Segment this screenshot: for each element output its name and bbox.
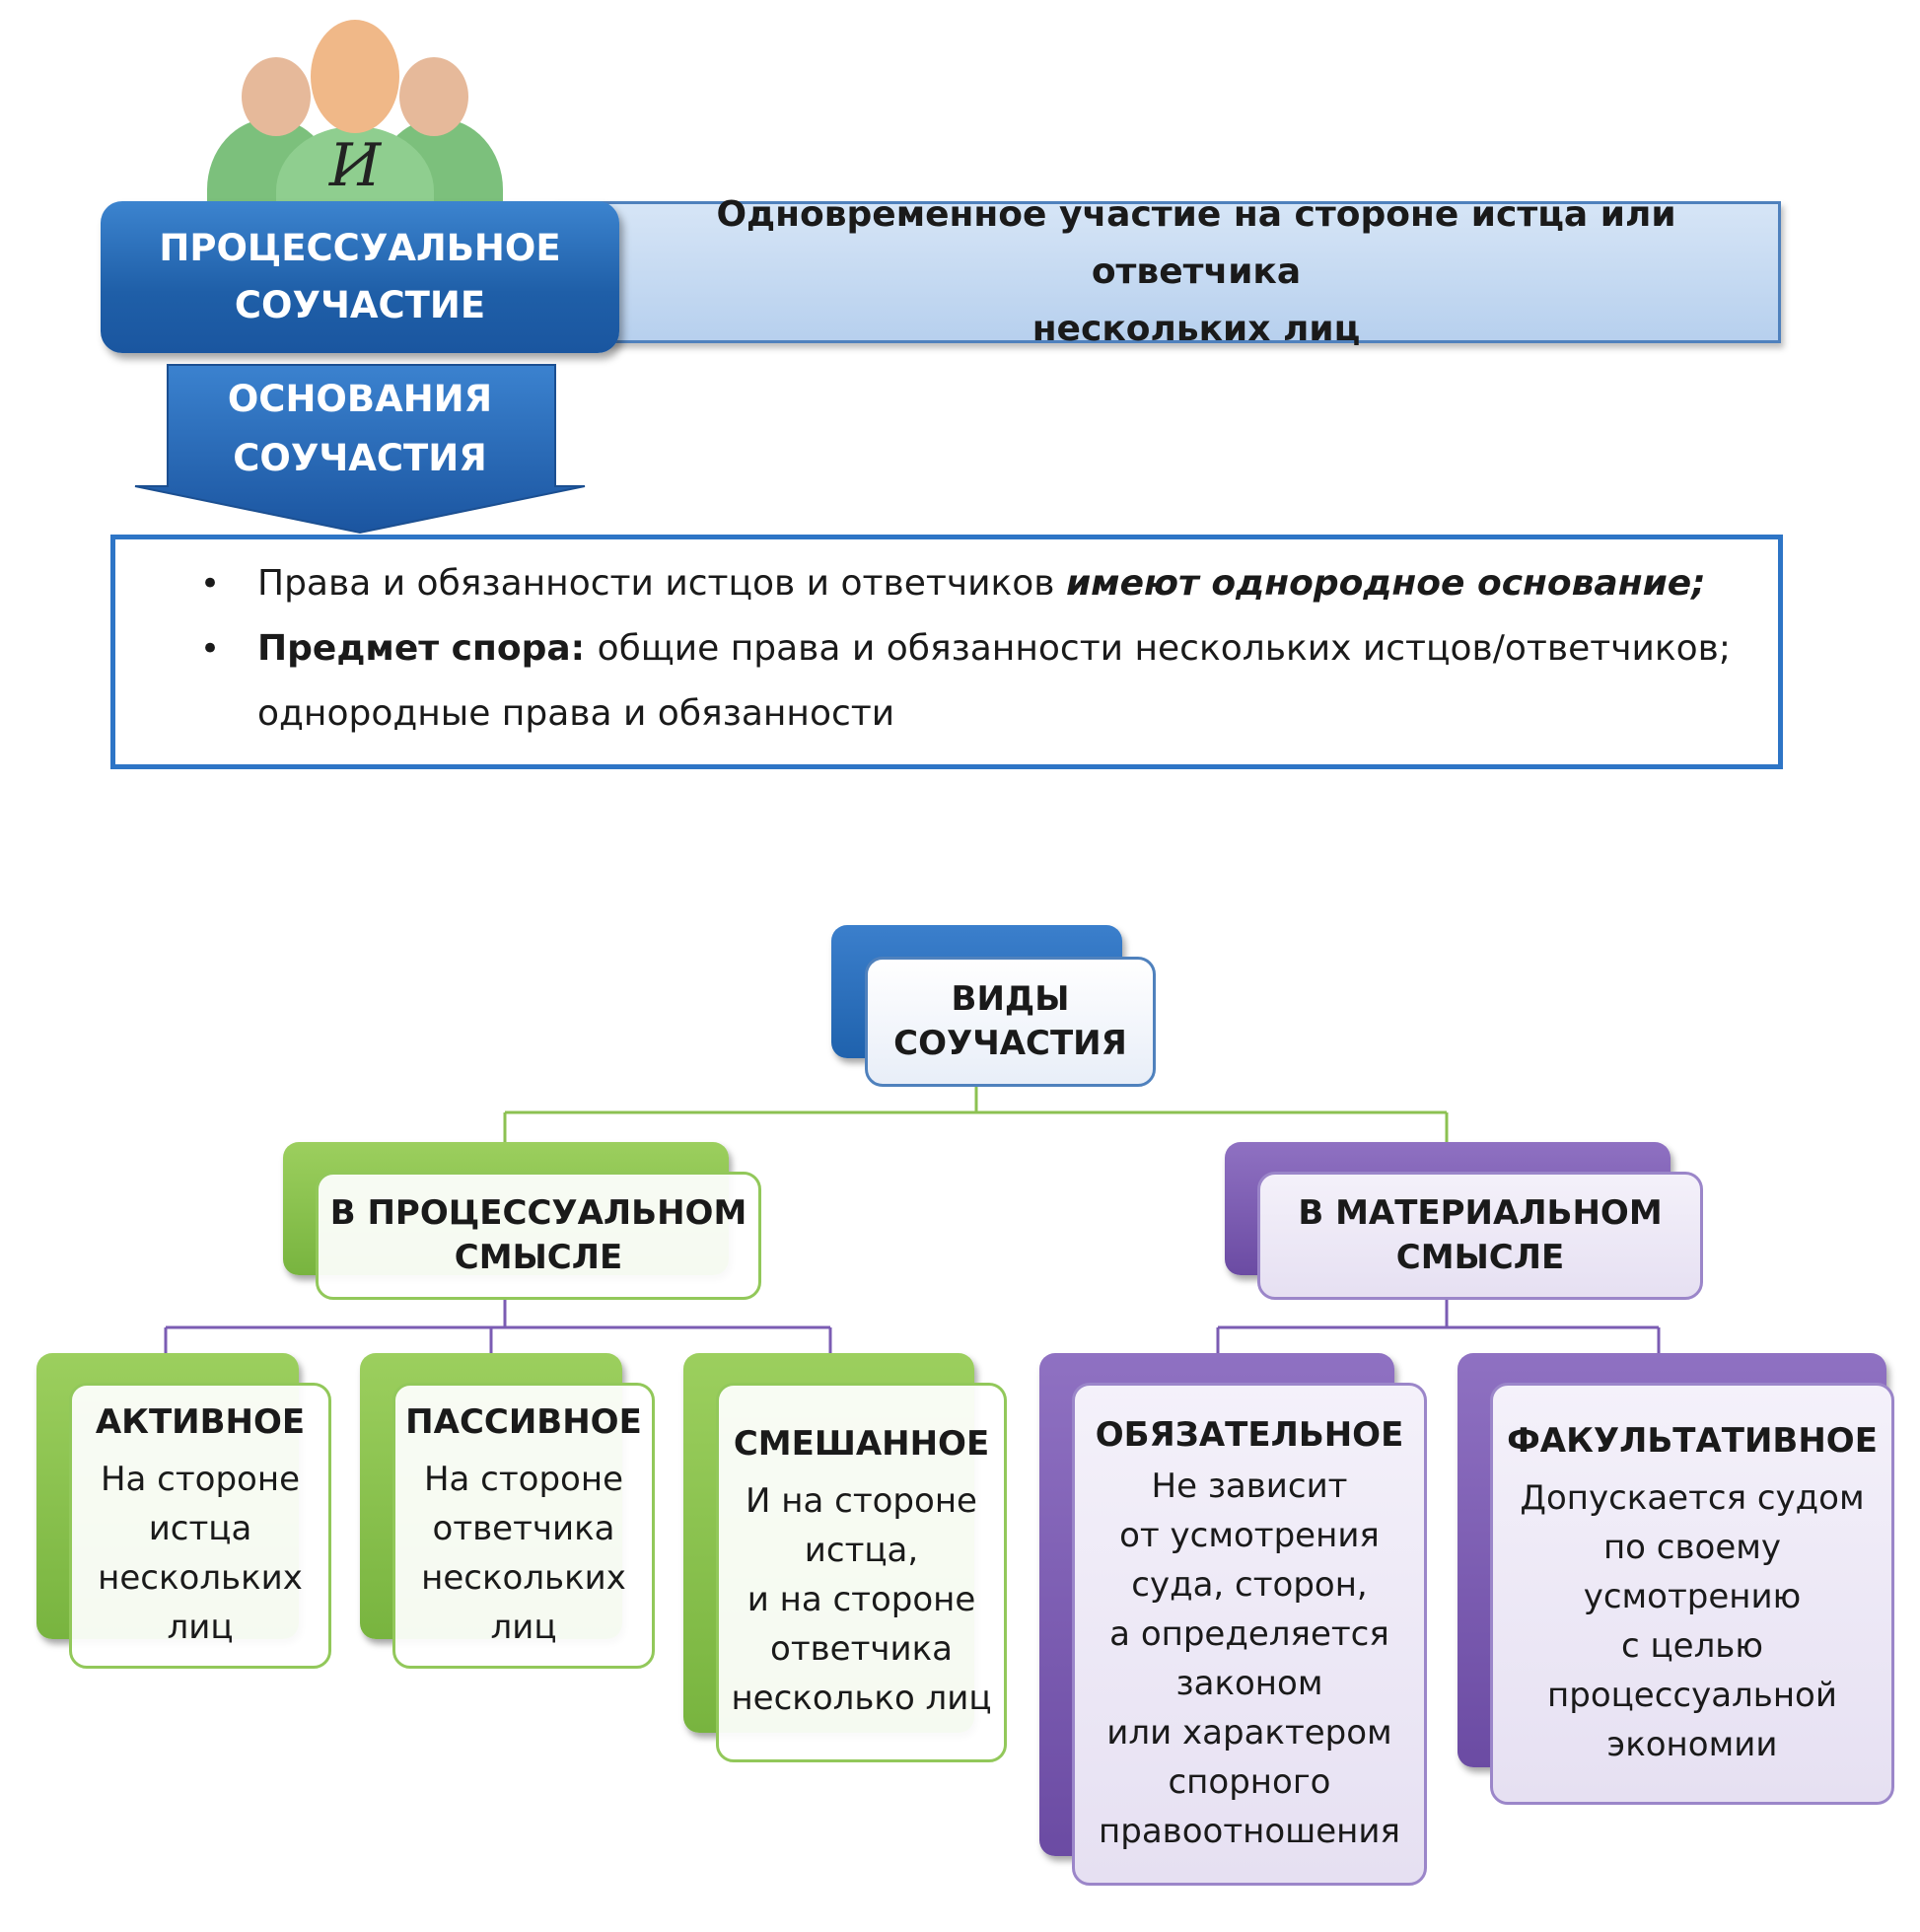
bullet-icon: • xyxy=(200,629,221,669)
optional-node-title: ФАКУЛЬТАТИВНОЕ xyxy=(1507,1420,1878,1461)
passive-node-title: ПАССИВНОЕ xyxy=(405,1401,642,1442)
procedural-branch: В ПРОЦЕССУАЛЬНОМ СМЫСЛЕ xyxy=(316,1172,761,1300)
mandatory-node: ОБЯЗАТЕЛЬНОЕ Не зависит от усмотрения су… xyxy=(1072,1383,1427,1886)
root-node: ВИДЫ СОУЧАСТИЯ xyxy=(865,957,1156,1087)
basis-item-1-emphasis: имеют однородное основание; xyxy=(1065,563,1706,604)
definition-bar: Одновременное участие на стороне истца и… xyxy=(552,194,1781,349)
mixed-node-desc: И на стороне истца, и на стороне ответчи… xyxy=(731,1481,992,1718)
basis-arrow xyxy=(134,364,586,535)
procedural-branch-line-1: В ПРОЦЕССУАЛЬНОМ xyxy=(329,1193,747,1233)
root-connector xyxy=(503,1085,1449,1164)
definition-line-1: Одновременное участие на стороне истца и… xyxy=(716,194,1676,292)
main-term-line-1: ПРОЦЕССУАЛЬНОЕ xyxy=(159,227,561,269)
definition-line-2: нескольких лиц xyxy=(1031,309,1361,349)
passive-node: ПАССИВНОЕ На стороне ответчика нескольки… xyxy=(392,1383,655,1669)
optional-node-desc: Допускается судом по своему усмотрению с… xyxy=(1520,1477,1865,1764)
basis-item-1: • Права и обязанности истцов и ответчико… xyxy=(115,551,1778,616)
person-center-head xyxy=(311,20,399,133)
bullet-icon: • xyxy=(200,564,221,604)
basis-item-2-continuation-text: однородные права и обязанности xyxy=(257,693,895,734)
basis-item-2-continuation: однородные права и обязанности xyxy=(115,681,1778,747)
active-node-desc: На стороне истца нескольких лиц xyxy=(98,1459,303,1647)
mixed-node-title: СМЕШАННОЕ xyxy=(733,1424,990,1464)
person-left-head xyxy=(242,57,311,136)
optional-node: ФАКУЛЬТАТИВНОЕ Допускается судом по свое… xyxy=(1490,1383,1894,1805)
basis-item-2: • Предмет спора: общие права и обязаннос… xyxy=(115,616,1778,681)
mandatory-node-title: ОБЯЗАТЕЛЬНОЕ xyxy=(1095,1414,1404,1455)
basis-list: • Права и обязанности истцов и ответчико… xyxy=(115,551,1778,747)
active-node: АКТИВНОЕ На стороне истца нескольких лиц xyxy=(69,1383,331,1669)
basis-label: ОСНОВАНИЯ СОУЧАСТИЯ xyxy=(168,370,552,488)
basis-label-line-2: СОУЧАСТИЯ xyxy=(233,437,487,479)
main-term-line-2: СОУЧАСТИЕ xyxy=(234,284,486,326)
active-node-title: АКТИВНОЕ xyxy=(95,1401,306,1442)
root-node-line-2: СОУЧАСТИЯ xyxy=(893,1024,1127,1063)
basis-arrow-shape xyxy=(134,364,586,535)
person-right-head xyxy=(399,57,468,136)
material-branch-line-1: В МАТЕРИАЛЬНОМ xyxy=(1298,1193,1663,1233)
logo-letter: И xyxy=(328,131,382,200)
material-connector xyxy=(1216,1300,1661,1376)
people-group-icon: И xyxy=(207,20,503,207)
procedural-connector xyxy=(164,1300,832,1376)
material-branch-line-2: СМЫСЛЕ xyxy=(1395,1238,1565,1277)
material-branch: В МАТЕРИАЛЬНОМ СМЫСЛЕ xyxy=(1257,1172,1703,1300)
basis-item-2-text: общие права и обязанности нескольких ист… xyxy=(597,628,1732,669)
passive-node-desc: На стороне ответчика нескольких лиц xyxy=(421,1459,626,1647)
basis-item-1-text: Права и обязанности истцов и ответчиков xyxy=(257,563,1066,604)
mandatory-node-desc: Не зависит от усмотрения суда, сторон, а… xyxy=(1099,1466,1400,1851)
mixed-node: СМЕШАННОЕ И на стороне истца, и на сторо… xyxy=(716,1383,1007,1762)
basis-label-line-1: ОСНОВАНИЯ xyxy=(227,378,493,420)
basis-item-2-bold: Предмет спора: xyxy=(257,628,598,669)
root-node-line-1: ВИДЫ xyxy=(951,979,1070,1019)
basis-box: • Права и обязанности истцов и ответчико… xyxy=(110,535,1783,769)
procedural-branch-line-2: СМЫСЛЕ xyxy=(454,1238,623,1277)
main-term-tab: ПРОЦЕССУАЛЬНОЕ СОУЧАСТИЕ xyxy=(101,201,619,353)
